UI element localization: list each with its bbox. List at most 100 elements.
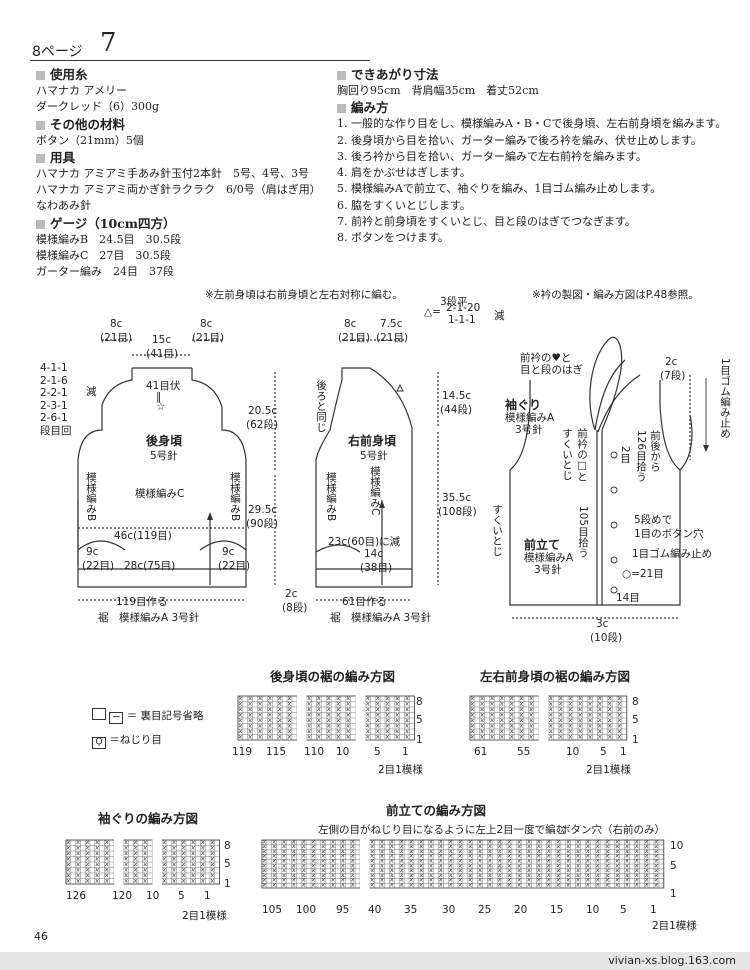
bullet-square-icon [36,219,45,229]
x-label: 5 [620,904,627,916]
twist-stitch-icon: ϰ [268,702,272,708]
x-label: 30 [442,904,456,916]
twist-stitch-icon: ϰ [557,873,561,879]
twist-stitch-icon: ϰ [292,859,296,865]
twist-stitch-icon: ϰ [439,873,443,879]
twist-stitch-icon: ϰ [517,878,521,884]
twist-stitch-icon: ϰ [527,873,531,879]
twist-stitch-icon: ϰ [210,851,214,857]
chart-title-armhole: 袖ぐりの編み方図 [98,811,199,826]
bullet-square-icon [36,120,45,130]
twist-stitch-icon: ϰ [608,702,612,708]
twist-stitch-icon: ϰ [557,859,561,865]
twist-stitch-icon: ϰ [429,844,433,850]
twist-stitch-icon: ϰ [576,883,580,889]
twist-stitch-icon: ϰ [537,878,541,884]
twist-stitch-icon: ϰ [429,863,433,869]
twist-stitch-icon: ϰ [468,863,472,869]
twist-stitch-icon: ϰ [510,735,514,741]
twist-stitch-icon: ϰ [312,863,316,869]
twist-stitch-icon: ϰ [635,839,639,845]
twist-stitch-icon: ϰ [480,696,484,702]
twist-stitch-icon: ϰ [439,868,443,874]
twist-stitch-icon: ϰ [498,863,502,869]
twist-stitch-icon: ϰ [480,702,484,708]
row-label: 5 [632,714,639,726]
x-label: 119 [232,746,253,758]
twist-stitch-icon: ϰ [508,883,512,889]
twist-stitch-icon: ϰ [566,854,570,860]
twist-stitch-icon: ϰ [312,859,316,865]
twist-stitch-icon: ϰ [331,878,335,884]
front-reduce: 23c(60目)に減 [328,536,401,548]
twist-stitch-icon: ϰ [272,868,276,874]
twist-stitch-icon: ϰ [312,873,316,879]
twist-stitch-icon: ϰ [488,839,492,845]
x-label: 61 [474,746,488,758]
twist-stitch-icon: ϰ [312,854,316,860]
twist-stitch-icon: ϰ [307,718,311,724]
twist-stitch-icon: ϰ [376,718,380,724]
back-side-pattern-right: 模様編みB [229,472,241,522]
twist-stitch-icon: ϰ [380,868,384,874]
twist-stitch-icon: ϰ [341,868,345,874]
twist-stitch-icon: ϰ [459,873,463,879]
twist-stitch-icon: ϰ [576,859,580,865]
twist-stitch-icon: ϰ [351,854,355,860]
twist-stitch-icon: ϰ [327,707,331,713]
twist-stitch-icon: ϰ [380,849,384,855]
twist-stitch-icon: ϰ [468,854,472,860]
twist-stitch-icon: ϰ [439,878,443,884]
twist-stitch-icon: ϰ [439,849,443,855]
twist-stitch-icon: ϰ [566,868,570,874]
twist-stitch-icon: ϰ [336,735,340,741]
twist-stitch-icon: ϰ [429,883,433,889]
assembly-pick-126: 126目拾う [635,430,647,482]
twist-stitch-icon: ϰ [66,846,70,852]
twist-stitch-icon: ϰ [508,844,512,850]
twist-stitch-icon: ϰ [498,849,502,855]
twist-stitch-icon: ϰ [336,729,340,735]
twist-stitch-icon: ϰ [292,863,296,869]
twist-stitch-icon: ϰ [480,713,484,719]
assembly-buttonhole-2: 1目のボタン穴 [634,528,704,540]
twist-stitch-icon: ϰ [527,839,531,845]
twist-stitch-icon: ϰ [172,862,176,868]
twist-stitch-icon: ϰ [568,718,572,724]
twist-stitch-icon: ϰ [429,868,433,874]
twist-stitch-icon: ϰ [529,724,533,730]
front-dec-step-1: 2-1-20 [446,302,481,314]
step-line: 1. 一般的な作り目をし、模様編みA・B・Cで後身頃、左右前身頃を編みます。 [337,117,727,131]
x-label: 1 [620,746,627,758]
twist-stitch-icon: ϰ [287,735,291,741]
twist-stitch-icon: ϰ [498,859,502,865]
row-label: 5 [224,858,231,870]
row-label: 5 [670,860,677,872]
twist-stitch-icon: ϰ [559,729,563,735]
twist-stitch-icon: ϰ [488,878,492,884]
twist-stitch-icon: ϰ [95,846,99,852]
twist-stitch-icon: ϰ [312,868,316,874]
twist-stitch-icon: ϰ [400,873,404,879]
twist-stitch-icon: ϰ [327,724,331,730]
twist-stitch-icon: ϰ [307,713,311,719]
twist-stitch-icon: ϰ [598,707,602,713]
bullet-square-icon [36,153,45,163]
twist-stitch-icon: ϰ [606,883,610,889]
twist-stitch-icon: ϰ [258,729,262,735]
twist-stitch-icon: ϰ [376,735,380,741]
twist-stitch-icon: ϰ [376,729,380,735]
step: 段目回 [40,424,72,437]
twist-stitch-icon: ϰ [429,854,433,860]
twist-stitch-icon: ϰ [578,713,582,719]
twist-stitch-icon: ϰ [576,839,580,845]
back-height-lower-rows: (90段) [246,518,279,530]
twist-stitch-icon: ϰ [380,863,384,869]
twist-stitch-icon: ϰ [336,707,340,713]
twist-stitch-icon: ϰ [557,863,561,869]
twist-stitch-icon: ϰ [645,868,649,874]
twist-stitch-icon: ϰ [508,859,512,865]
page-header: 8ページ 7 [30,28,370,61]
twist-stitch-icon: ϰ [625,854,629,860]
twist-stitch-icon: ϰ [625,883,629,889]
